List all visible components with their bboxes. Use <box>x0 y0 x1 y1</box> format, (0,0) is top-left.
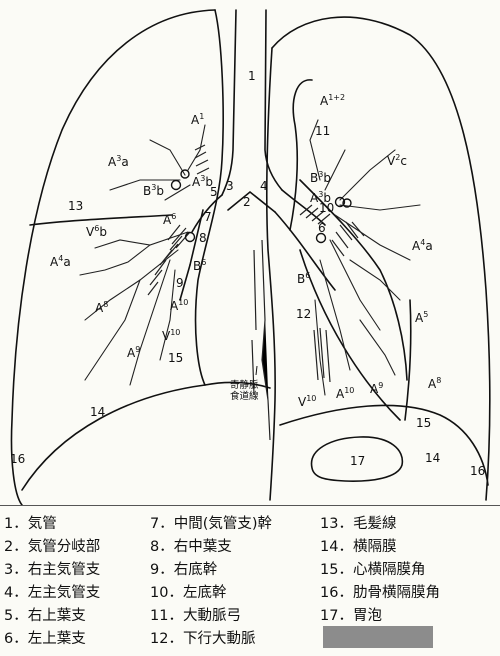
hatch-marks <box>147 144 365 441</box>
left-lung-outline <box>271 16 491 501</box>
left-diaphragm <box>279 404 489 486</box>
label-L-A8: A8 <box>428 376 441 391</box>
minor-fissure <box>29 214 173 226</box>
label-14: 14 <box>90 405 105 419</box>
carina <box>227 190 276 213</box>
label-esophagus: 食道線 <box>230 390 259 402</box>
left-mediastinal-border <box>265 47 276 501</box>
legend-item: 3．右主気管支 <box>4 562 101 578</box>
diagram-background <box>0 0 500 505</box>
aortic-arch <box>289 79 313 231</box>
label-L-A4a: A4a <box>412 238 433 253</box>
label-L-B6: B6 <box>297 271 310 286</box>
label-15: 15 <box>168 351 183 365</box>
label-V10: V10 <box>162 328 180 343</box>
label-14-left: 14 <box>425 451 440 465</box>
label-8: 8 <box>199 231 207 245</box>
legend-item: 15．心横隔膜角 <box>320 562 426 578</box>
label-16: 16 <box>10 452 25 466</box>
legend-item: 7．中間(気管支)幹 <box>150 516 273 532</box>
label-A4a: A4a <box>50 254 71 269</box>
label-A3a: A3a <box>108 154 129 169</box>
label-A10: A10 <box>170 298 188 313</box>
label-L-A12: A1+2 <box>320 93 345 108</box>
label-16-left: 16 <box>470 464 485 478</box>
label-L-V10: V10 <box>298 394 316 409</box>
azygos-pointer <box>255 365 258 376</box>
right-b3-circle <box>170 179 182 191</box>
label-B6: B6 <box>193 258 206 273</box>
left-a3-circle <box>342 198 352 208</box>
label-15-left: 15 <box>416 416 431 430</box>
right-main-bronchus <box>191 194 223 233</box>
label-10: 10 <box>319 201 334 215</box>
right-lung-outline <box>10 9 216 505</box>
legend-item: 5．右上葉支 <box>4 608 86 624</box>
legend: 1．気管 2．気管分岐部 3．右主気管支 4．左主気管支 5．右上葉支 6．左上… <box>0 505 500 656</box>
label-6: 6 <box>318 221 326 235</box>
legend-item: 6．左上葉支 <box>4 631 86 647</box>
right-b4-circle <box>184 231 196 243</box>
label-A9: A9 <box>127 345 140 360</box>
legend-item: 14．横隔膜 <box>320 539 397 555</box>
label-13: 13 <box>68 199 83 213</box>
right-basal-trunk <box>179 264 191 301</box>
label-5: 5 <box>210 185 218 199</box>
label-7: 7 <box>204 210 212 224</box>
label-17: 17 <box>350 454 365 468</box>
label-11: 11 <box>315 124 330 138</box>
right-diaphragm <box>21 381 271 491</box>
vessel-markings <box>79 119 421 396</box>
label-A1: A1 <box>191 112 204 127</box>
intermediate-bronchus <box>189 209 204 266</box>
stomach-bubble <box>310 436 404 482</box>
trachea-right-wall <box>221 9 237 196</box>
label-12: 12 <box>296 307 311 321</box>
legend-item: 2．気管分岐部 <box>4 539 101 555</box>
legend-item: 8．右中葉支 <box>150 539 232 555</box>
label-4: 4 <box>260 179 268 193</box>
legend-item: 13．毛髪線 <box>320 516 397 532</box>
right-a3-circle <box>180 169 190 179</box>
legend-item: 12．下行大動脈 <box>150 631 256 647</box>
legend-item: 17．胃泡 <box>320 608 382 624</box>
left-heart-border <box>299 179 408 381</box>
legend-item: 9．右底幹 <box>150 562 218 578</box>
label-A3b: A3b <box>192 174 213 189</box>
label-A6: A6 <box>163 212 176 227</box>
label-L-A3b: A3b <box>310 190 331 205</box>
chest-xray-diagram: 1 2 3 4 5 6 7 8 9 10 11 12 13 14 15 16 1… <box>0 0 500 505</box>
label-azygos: 奇静脈 <box>230 379 259 391</box>
legend-item: 10．左底幹 <box>150 585 227 601</box>
label-L-A10: A10 <box>336 386 354 401</box>
legend-item: 16．肋骨横隔膜角 <box>320 585 440 601</box>
label-A8: A8 <box>95 300 108 315</box>
legend-item: 4．左主気管支 <box>4 585 101 601</box>
left-b3-circle <box>334 196 346 208</box>
descending-aorta <box>299 249 401 421</box>
label-L-A5: A5 <box>415 310 428 325</box>
label-B3b: B3b <box>143 183 164 198</box>
label-3: 3 <box>226 179 234 193</box>
left-b6-circle <box>315 232 327 244</box>
label-1: 1 <box>248 69 256 83</box>
legend-item: 1．気管 <box>4 516 57 532</box>
label-L-V2c: V2c <box>387 153 407 168</box>
left-basal-trunk <box>274 211 336 291</box>
redacted-block <box>323 626 433 648</box>
trachea-left-wall <box>264 9 283 191</box>
label-V6b: V6b <box>86 224 107 239</box>
label-9: 9 <box>176 276 184 290</box>
label-L-A9: A9 <box>370 381 383 396</box>
label-L-B3b: B3b <box>310 170 331 185</box>
right-mediastinal-border <box>194 9 224 386</box>
label-2: 2 <box>243 195 251 209</box>
legend-item: 11．大動脈弓 <box>150 608 241 624</box>
